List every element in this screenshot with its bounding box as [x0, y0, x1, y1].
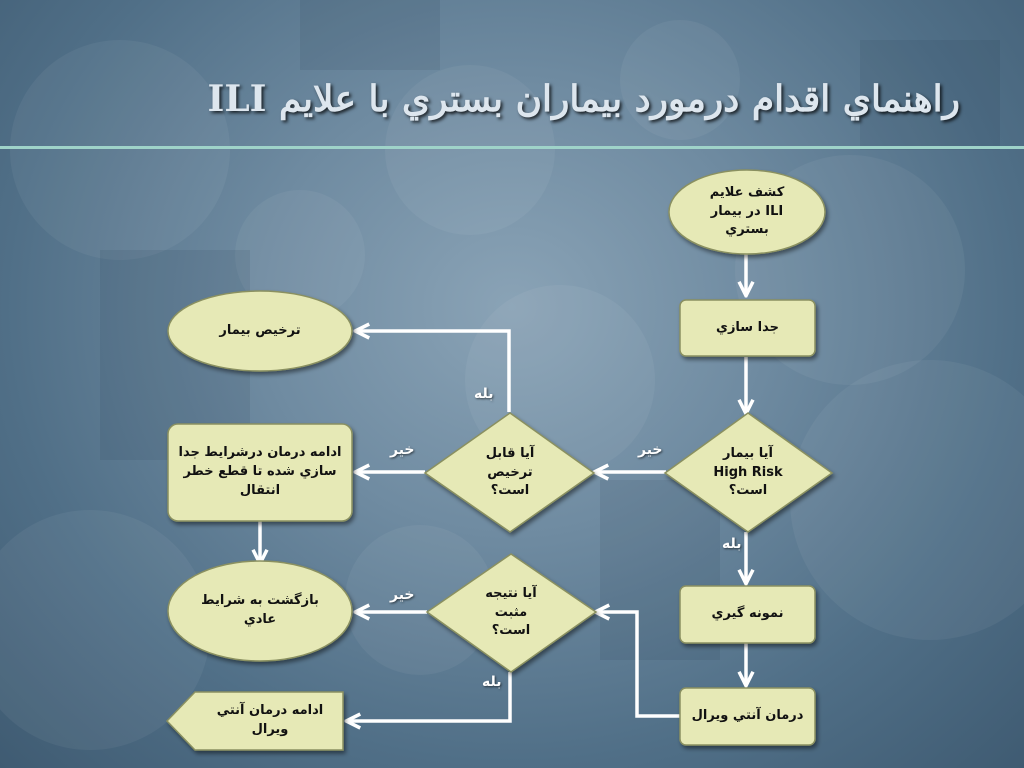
- node-continue-antiviral-text: ادامه درمان آنتي ويرال: [216, 703, 324, 737]
- label-result-no: خير: [390, 587, 415, 603]
- arrow-antiviral-to-result-q: [597, 612, 680, 718]
- node-continue-antiviral-shape: [165, 691, 344, 751]
- node-return-normal-shape: [167, 560, 353, 662]
- node-isolation-shape: [679, 299, 816, 357]
- node-antiviral-shape: [679, 687, 816, 746]
- node-sampling-text: نمونه گيري: [711, 606, 784, 622]
- node-high-risk-text: آيا بيمار High Risk است؟: [713, 445, 783, 499]
- node-discharge-shape: [167, 290, 353, 372]
- node-discharge-q-text: آيا قابل ترخيص است؟: [485, 445, 535, 499]
- node-return-normal-text: بازگشت به شرايط عادي: [201, 593, 319, 627]
- node-high-risk-shape: [663, 412, 834, 533]
- title-divider: [0, 146, 1024, 149]
- label-high-risk-yes: بله: [722, 536, 742, 552]
- node-discharge-text: ترخيص بيمار: [219, 322, 301, 338]
- node-continue-isolation-text: ادامه درمان درشرايط جدا سازي شده تا قطع …: [178, 445, 342, 498]
- page-title: راهنماي اقدام درمورد بيماران بستري با عل…: [207, 78, 961, 120]
- node-result-q-shape: [425, 553, 598, 673]
- node-start-shape: [668, 169, 826, 255]
- arrow-result-q-to-continue-antiviral: [348, 672, 512, 721]
- node-result-q-text: آيا نتيجه مثبت است؟: [485, 585, 537, 639]
- label-high-risk-no: خير: [638, 442, 663, 458]
- label-result-yes: بله: [482, 674, 502, 690]
- node-isolation-text: جدا سازي: [716, 319, 779, 335]
- node-continue-isolation-shape: [167, 423, 353, 522]
- arrow-discharge-q-to-discharge: [357, 331, 511, 412]
- label-discharge-yes: بله: [474, 386, 494, 402]
- label-discharge-no: خير: [390, 442, 415, 458]
- node-sampling-shape: [679, 585, 816, 644]
- node-discharge-q-shape: [423, 412, 596, 533]
- node-start-text: كشف علايم ILI در بيمار بستري: [709, 184, 785, 238]
- node-antiviral-text: درمان آنتي ويرال: [691, 708, 804, 724]
